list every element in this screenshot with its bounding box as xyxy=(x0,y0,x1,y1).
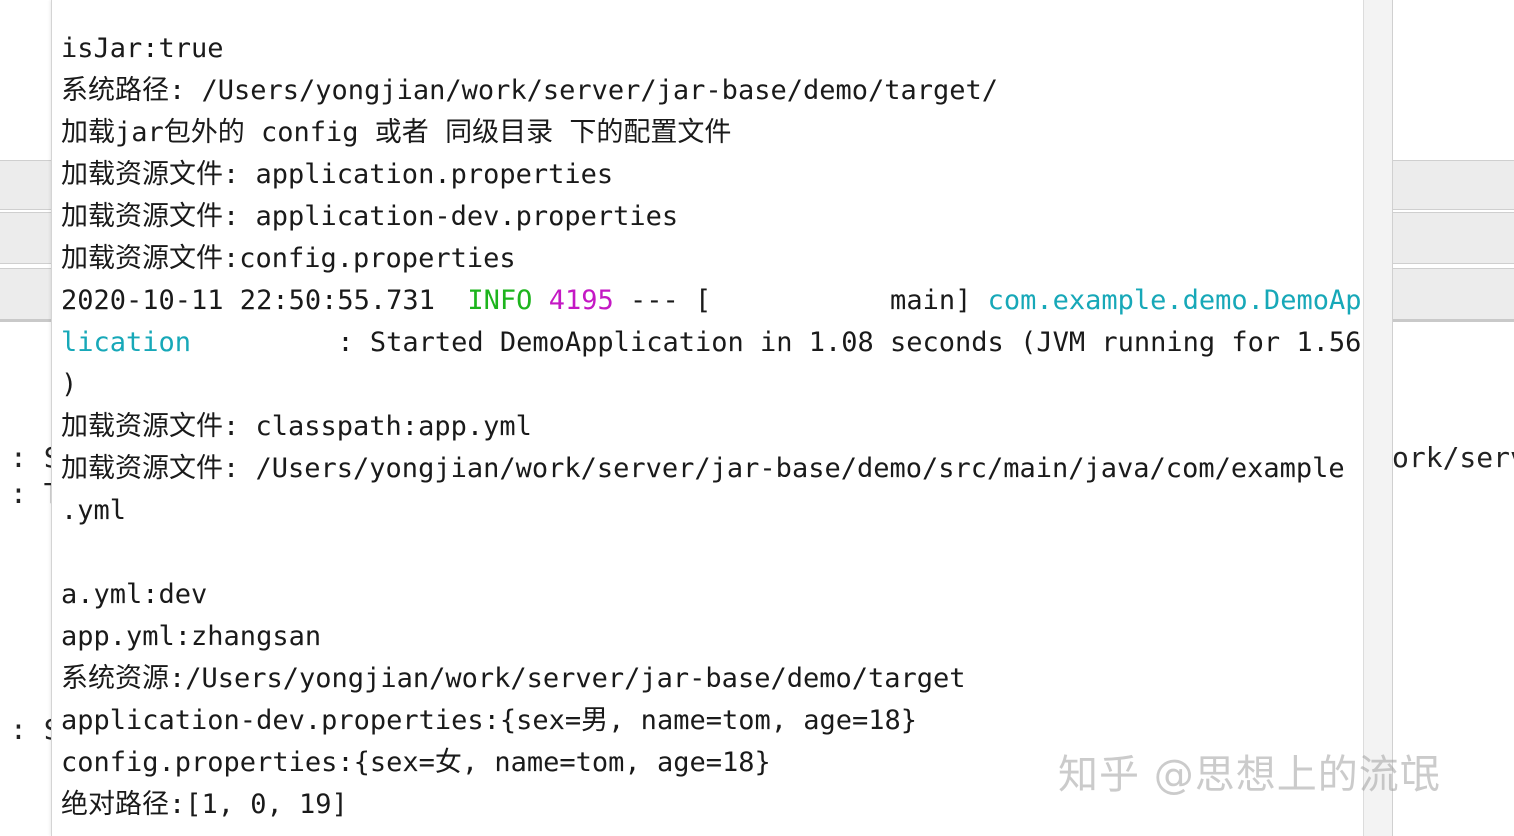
console-line: 加载资源文件: application.properties xyxy=(61,154,1361,196)
console-line: 系统资源:/Users/yongjian/work/server/jar-bas… xyxy=(61,658,1361,700)
console-line: 绝对路径:[1, 0, 19] xyxy=(61,784,1361,826)
console-text: 加载资源文件: application.properties xyxy=(61,159,614,190)
console-text xyxy=(532,285,548,316)
console-lines: isJar:true 系统路径: /Users/yongjian/work/ser… xyxy=(61,28,1361,826)
console-line xyxy=(61,532,1361,574)
console-text: 加载资源文件: application-dev.properties xyxy=(61,201,679,232)
console-scrollbar[interactable] xyxy=(1363,0,1393,836)
console-line: 加载资源文件:config.properties xyxy=(61,238,1361,280)
console-text: application-dev.properties:{sex=男, name=… xyxy=(61,705,918,736)
console-text: : Started DemoApplication in 1.08 second… xyxy=(191,327,1361,358)
console-token-magenta: 4195 xyxy=(548,285,614,316)
console-text: 绝对路径:[1, 0, 19] xyxy=(61,789,348,820)
console-text: 加载jar包外的 config 或者 同级目录 下的配置文件 xyxy=(61,117,732,148)
console-token-cyan: lication xyxy=(61,327,192,358)
console-output-panel[interactable]: isJar:true 系统路径: /Users/yongjian/work/ser… xyxy=(51,0,1364,836)
console-line: 加载资源文件: /Users/yongjian/work/server/jar-… xyxy=(61,448,1361,490)
background-path-fragment: ork/serv xyxy=(1392,441,1514,474)
console-line: lication : Started DemoApplication in 1.… xyxy=(61,322,1361,364)
console-text: 加载资源文件: classpath:app.yml xyxy=(61,411,532,442)
console-token-cyan: com.example.demo.DemoApp xyxy=(987,285,1361,316)
console-text: 加载资源文件:config.properties xyxy=(61,243,516,274)
console-text: config.properties:{sex=女, name=tom, age=… xyxy=(61,747,771,778)
console-text: 系统路径: /Users/yongjian/work/server/jar-ba… xyxy=(61,75,999,106)
console-text: ) xyxy=(61,369,78,400)
watermark: 知乎 @思想上的流氓 xyxy=(1058,752,1441,798)
console-line: ) xyxy=(61,364,1361,406)
console-text: .yml xyxy=(61,495,127,526)
console-text: app.yml:zhangsan xyxy=(61,621,322,652)
console-text: a.yml:dev xyxy=(61,579,208,610)
console-text: 系统资源:/Users/yongjian/work/server/jar-bas… xyxy=(61,663,966,694)
console-line: app.yml:zhangsan xyxy=(61,616,1361,658)
console-line: 系统路径: /Users/yongjian/work/server/jar-ba… xyxy=(61,70,1361,112)
console-line: .yml xyxy=(61,490,1361,532)
console-text: isJar:true xyxy=(61,33,224,64)
console-line: application-dev.properties:{sex=男, name=… xyxy=(61,700,1361,742)
console-line: 加载jar包外的 config 或者 同级目录 下的配置文件 xyxy=(61,112,1361,154)
console-token-green: INFO xyxy=(467,285,533,316)
console-text: --- [ main] xyxy=(613,285,988,316)
console-line: a.yml:dev xyxy=(61,574,1361,616)
console-line: 加载资源文件: application-dev.properties xyxy=(61,196,1361,238)
console-text: 2020-10-11 22:50:55.731 xyxy=(61,285,468,316)
console-text: 加载资源文件: /Users/yongjian/work/server/jar-… xyxy=(61,453,1345,484)
console-line: config.properties:{sex=女, name=tom, age=… xyxy=(61,742,1361,784)
console-line: 2020-10-11 22:50:55.731 INFO 4195 --- [ … xyxy=(61,280,1361,322)
console-line: 加载资源文件: classpath:app.yml xyxy=(61,406,1361,448)
console-line: isJar:true xyxy=(61,28,1361,70)
